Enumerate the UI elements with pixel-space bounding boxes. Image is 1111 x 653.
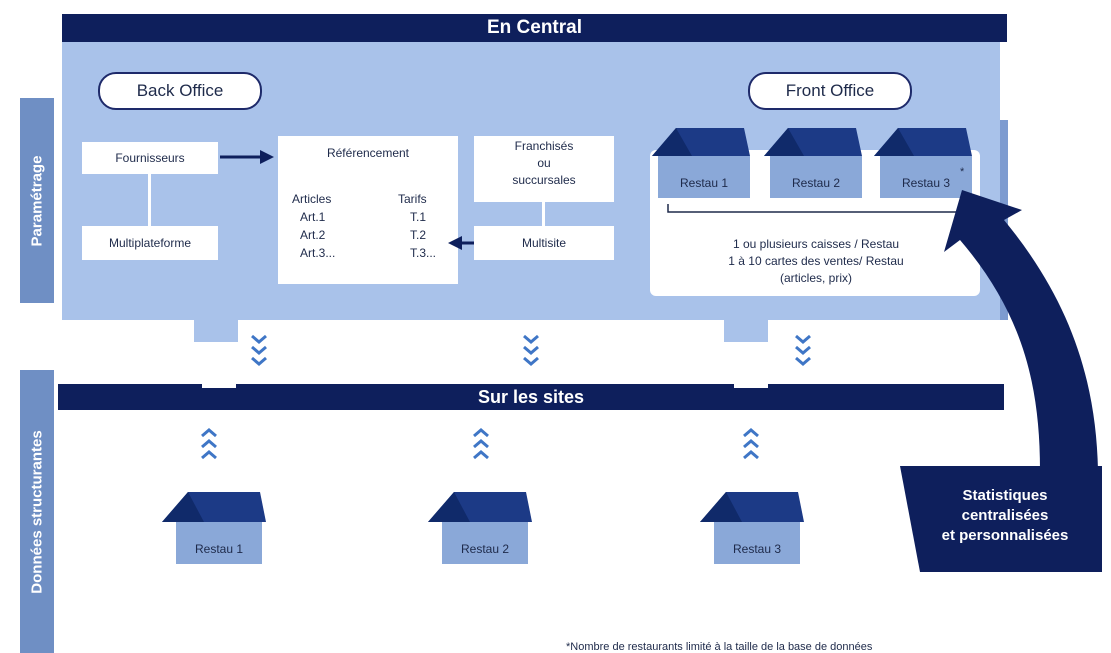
connector-vertical bbox=[148, 174, 151, 226]
chevrons-up-3 bbox=[743, 428, 759, 460]
fo-house-1 bbox=[652, 128, 750, 198]
fo-restau-3-mark: * bbox=[960, 166, 965, 178]
multisite-arrowhead bbox=[448, 236, 462, 250]
side-label-donnees: Données structurantes bbox=[20, 370, 54, 653]
site-restau-1-label: Restau 1 bbox=[194, 542, 244, 556]
fo-restau-3-label: Restau 3 bbox=[901, 176, 951, 190]
fo-house-3 bbox=[874, 128, 972, 198]
articles-header: Articles bbox=[292, 192, 332, 206]
sites-tab-right bbox=[734, 380, 768, 388]
franchise-box: Franchisés ou succursales bbox=[474, 136, 614, 202]
statistics-label: Statistiques centralisées et personnalis… bbox=[941, 487, 1069, 544]
suppliers-arrowhead bbox=[260, 150, 274, 164]
multisite-box: Multisite bbox=[474, 226, 614, 260]
chevrons-down-1 bbox=[251, 334, 267, 366]
footnote: *Nombre de restaurants limité à la taill… bbox=[566, 641, 873, 653]
multiplatform-box: Multiplateforme bbox=[82, 226, 218, 260]
site-restau-3-label: Restau 3 bbox=[732, 542, 782, 556]
tarif-3: T.3... bbox=[410, 246, 437, 260]
chevrons-up-1 bbox=[201, 428, 217, 460]
sites-title: Sur les sites bbox=[477, 387, 585, 407]
article-3: Art.3... bbox=[300, 246, 336, 260]
connector-franchise bbox=[542, 202, 545, 226]
tab-left bbox=[194, 320, 238, 342]
curved-arrow-body bbox=[944, 190, 1098, 470]
tarifs-header: Tarifs bbox=[398, 192, 427, 206]
back-office-pill: Back Office bbox=[98, 72, 262, 110]
referencing-title: Référencement bbox=[326, 146, 410, 160]
referencing-box: Référencement Articles Tarifs Art.1 Art.… bbox=[278, 136, 458, 284]
site-house-2 bbox=[428, 492, 532, 564]
site-restau-2-label: Restau 2 bbox=[460, 542, 510, 556]
central-title: En Central bbox=[486, 17, 583, 38]
suppliers-box: Fournisseurs bbox=[82, 142, 218, 174]
side-label-parametrage: Paramétrage bbox=[20, 98, 54, 303]
tarif-1: T.1 bbox=[410, 210, 427, 224]
fo-house-2 bbox=[764, 128, 862, 198]
site-house-3 bbox=[700, 492, 804, 564]
stats-box-shape bbox=[900, 466, 1102, 572]
chevrons-down-3 bbox=[795, 334, 811, 366]
tab-right bbox=[724, 320, 768, 342]
chevrons-down-2 bbox=[523, 334, 539, 366]
site-house-1 bbox=[162, 492, 266, 564]
article-2: Art.2 bbox=[300, 228, 326, 242]
central-band: En Central bbox=[62, 14, 1007, 42]
chevrons-up-2 bbox=[473, 428, 489, 460]
front-office-pill: Front Office bbox=[748, 72, 912, 110]
fo-restau-2-label: Restau 2 bbox=[791, 176, 841, 190]
article-1: Art.1 bbox=[300, 210, 326, 224]
tarif-2: T.2 bbox=[410, 228, 427, 242]
sites-band: Sur les sites bbox=[58, 384, 1004, 410]
sites-tab-left bbox=[202, 380, 236, 388]
front-office-info: 1 ou plusieurs caisses / Restau 1 à 10 c… bbox=[728, 237, 904, 285]
fo-restau-1-label: Restau 1 bbox=[679, 176, 729, 190]
